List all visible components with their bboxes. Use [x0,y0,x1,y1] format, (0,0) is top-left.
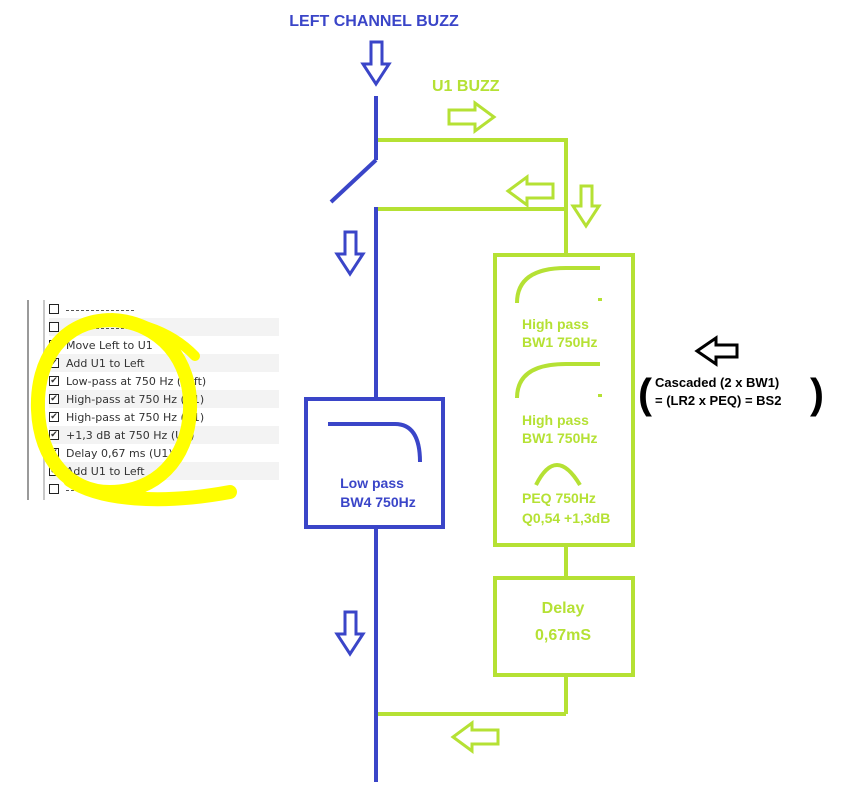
highpass-curve-end-1 [598,298,602,301]
checklist-item[interactable] [49,300,279,318]
highpass2-label-a: High pass [522,412,589,428]
checklist-item[interactable]: ✔ Add U1 to Left [49,462,279,480]
checklist-empty-line [66,327,134,329]
title-label: LEFT CHANNEL BUZZ [289,13,459,30]
checkbox-checked[interactable]: ✔ [49,411,59,422]
checklist-item[interactable]: ✔ High-pass at 750 Hz (U1) [49,408,279,426]
green-arrows [447,100,602,754]
checkbox-checked[interactable]: ✔ [49,447,59,458]
lowpass-label-a: Low pass [340,475,404,491]
highpass1-label-b: BW1 750Hz [522,334,597,350]
checklist-item-label: Low-pass at 750 Hz (Left) [66,374,207,388]
lowpass-curve-icon [328,422,422,463]
checklist-item-label: High-pass at 750 Hz (U1) [66,410,205,424]
delay-label-b: 0,67mS [535,627,591,644]
arrow-left-icon-return [505,174,555,208]
checkbox-checked[interactable]: ✔ [49,375,59,386]
checklist-item[interactable] [49,318,279,336]
switch-arm [329,158,378,204]
checklist-empty-line [66,309,134,311]
checklist-item[interactable]: ✔ Move Left to U1 [49,336,279,354]
checkbox-unchecked[interactable] [49,304,59,314]
checkbox-checked[interactable]: ✔ [49,339,59,350]
checklist-item[interactable]: ✔ +1,3 dB at 750 Hz (U1) [49,426,279,444]
checkbox-checked[interactable]: ✔ [49,357,59,368]
checklist-item-label: Add U1 to Left [66,356,145,370]
lowpass-block [304,397,445,529]
checklist-item[interactable]: ✔ High-pass at 750 Hz (U1) [49,390,279,408]
blue-arrows [334,40,392,657]
checklist-item-label: High-pass at 750 Hz (U1) [66,392,205,406]
checkbox-unchecked[interactable] [49,322,59,332]
cascade-label-b: = (LR2 x PEQ) = BS2 [655,393,781,408]
arrow-down-icon-input [360,40,392,87]
highpass-curve-icon-2 [515,362,600,399]
highpass-curve-icon-1 [515,266,600,304]
cascade-paren-close: ) [810,370,824,417]
highpass1-label-a: High pass [522,316,589,332]
arrow-right-icon-u1 [447,100,497,134]
highpass2-label-b: BW1 750Hz [522,430,597,446]
checklist-empty-line [66,489,134,491]
peq-label-b: Q0,54 +1,3dB [522,510,610,526]
arrow-down-icon-middle [334,230,366,277]
checklist-gutter [43,300,45,500]
peq-label-a: PEQ 750Hz [522,490,596,506]
cascade-paren-open: ( [638,370,652,417]
action-checklist: ✔ Move Left to U1 ✔ Add U1 to Left ✔ Low-pass… [27,300,279,500]
checklist-item[interactable]: ✔ Add U1 to Left [49,354,279,372]
checkbox-checked[interactable]: ✔ [49,429,59,440]
checkbox-checked[interactable]: ✔ [49,393,59,404]
arrow-down-icon-u1 [570,184,602,229]
arrow-down-icon-output [334,610,366,657]
highpass-curve-end-2 [598,394,602,397]
cascade-label-a: Cascaded (2 x BW1) [655,375,779,390]
checklist-border [27,300,29,500]
checklist-item[interactable]: ✔ Low-pass at 750 Hz (Left) [49,372,279,390]
arrow-left-icon-cascade [694,335,739,367]
checklist-item[interactable]: ✔ Delay 0,67 ms (U1) [49,444,279,462]
checklist-item-label: Add U1 to Left [66,464,145,478]
u1-path [378,138,635,716]
checklist-item-label: +1,3 dB at 750 Hz (U1) [66,428,195,442]
checkbox-checked[interactable]: ✔ [49,465,59,476]
lowpass-label-b: BW4 750Hz [340,494,415,510]
checklist-item[interactable] [49,480,279,498]
peq-curve-icon [534,463,582,487]
highpass-curve-ends [598,298,602,397]
checklist-item-label: Delay 0,67 ms (U1) [66,446,173,460]
checklist-item-label: Move Left to U1 [66,338,153,352]
checkbox-unchecked[interactable] [49,484,59,494]
left-channel-path [304,96,445,782]
delay-label-a: Delay [542,600,585,617]
u1-label: U1 BUZZ [432,78,500,95]
arrow-left-icon-sum [450,720,500,754]
